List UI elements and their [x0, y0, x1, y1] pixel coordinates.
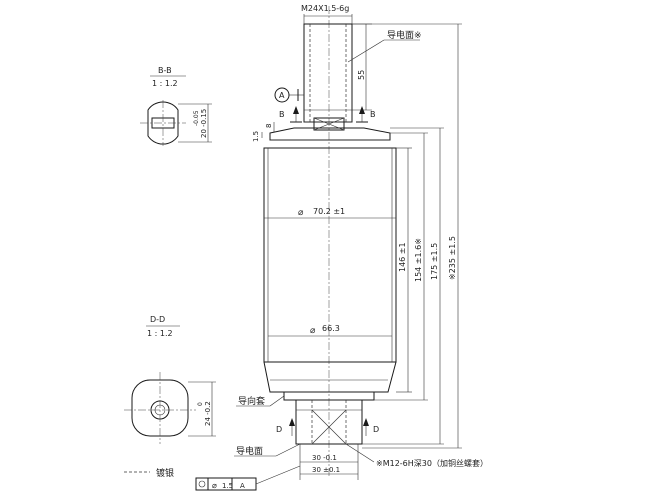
dim-8-and-1-5: 8 1.5 [252, 122, 275, 142]
svg-text:175 ±1.5: 175 ±1.5 [430, 243, 439, 280]
dim-235: ※235 ±1.5 [352, 23, 462, 449]
dim-154: 154 ±1.6※ [374, 132, 428, 401]
datum-balloon-a: A [274, 87, 304, 103]
dim-30-bottom: 30 -0.1 30 ±0.1 [299, 444, 359, 480]
bottom-guide-sleeve [283, 391, 375, 445]
interrupter-body [263, 127, 397, 393]
dim-175: 175 ±1.5 [362, 127, 444, 445]
svg-text:8: 8 [265, 124, 273, 128]
svg-text:D-D: D-D [150, 315, 165, 324]
svg-text:1 : 1.2: 1 : 1.2 [147, 329, 173, 338]
svg-text:154 ±1.6※: 154 ±1.6※ [414, 238, 423, 282]
thread-bottom-callout: ※M12-6H深30（加铜丝螺套） [345, 443, 488, 468]
thread-top-dimension: M24X1.5-6g [301, 4, 353, 24]
conduct-top-label: 导电面※ [387, 29, 422, 41]
dim-55: 55 [352, 23, 372, 111]
section-bb: B-B 1 : 1.2 20 -0.15 -0.05 [140, 66, 212, 146]
svg-text:B-B: B-B [158, 66, 172, 75]
svg-text:-0.05: -0.05 [193, 110, 200, 126]
svg-text:24 -0.2: 24 -0.2 [204, 401, 212, 426]
svg-text:B: B [370, 110, 376, 119]
svg-text:D: D [276, 425, 282, 434]
dim-146: 146 ±1 [396, 147, 412, 393]
fcf-dia-symbol: ⌀ [212, 481, 217, 490]
svg-text:1.5: 1.5 [222, 482, 233, 490]
svg-text:70.2 ±1: 70.2 ±1 [313, 207, 345, 216]
guide-sleeve-callout: 导向套 [236, 395, 285, 407]
svg-text:1 : 1.2: 1 : 1.2 [152, 79, 178, 88]
svg-text:30 ±0.1: 30 ±0.1 [312, 466, 340, 474]
dia-symbol-66: ⌀ [310, 326, 316, 336]
svg-text:A: A [240, 482, 245, 490]
svg-text:20 -0.15: 20 -0.15 [200, 109, 208, 138]
svg-text:D: D [373, 425, 379, 434]
dim-55-label: 55 [357, 70, 366, 80]
svg-text:1.5: 1.5 [252, 131, 260, 142]
conduct-top-callout: 导电面※ [347, 29, 422, 63]
dia-symbol-70: ⌀ [298, 208, 304, 218]
svg-text:0: 0 [197, 402, 204, 406]
dim-dia-66: ⌀ 66.3 [268, 324, 392, 337]
guide-sleeve-label: 导向套 [238, 395, 265, 407]
section-dd: D-D 1 : 1.2 24 -0.2 0 [124, 315, 216, 444]
top-conductor-rod [303, 23, 353, 131]
svg-text:30 -0.1: 30 -0.1 [312, 454, 337, 462]
legend: 镀银 [124, 467, 174, 479]
conduct-bottom-callout: 导电面 [234, 443, 301, 457]
section-b-markers: B B [279, 106, 376, 123]
section-d-markers: D D [276, 418, 379, 436]
legend-label: 镀银 [156, 467, 174, 479]
thread-top-label: M24X1.5-6g [301, 4, 349, 13]
feature-control-frame: ⌀ 1.5 A [195, 465, 301, 491]
thread-bottom-label: ※M12-6H深30（加铜丝螺套） [376, 458, 488, 468]
conduct-bottom-label: 导电面 [236, 445, 263, 457]
svg-text:※235 ±1.5: ※235 ±1.5 [448, 236, 457, 280]
svg-text:66.3: 66.3 [322, 324, 340, 333]
svg-text:A: A [279, 91, 285, 100]
svg-text:146 ±1: 146 ±1 [398, 242, 407, 272]
dim-dia-70: ⌀ 70.2 ±1 [264, 207, 396, 219]
svg-text:B: B [279, 110, 285, 119]
